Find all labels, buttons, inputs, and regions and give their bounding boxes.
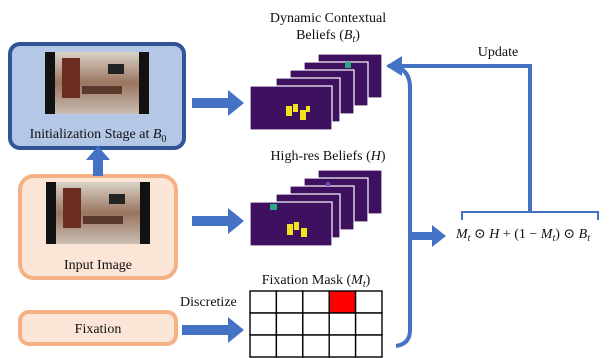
mask-cell <box>275 312 304 336</box>
mask-cell-active <box>328 290 357 314</box>
init-room-photo <box>45 52 149 114</box>
fixation-box: Fixation <box>18 310 178 346</box>
fixation-mask-title: Fixation Mask (Mt) <box>262 273 371 290</box>
init-stage-label: Initialization Stage at B0 <box>30 127 167 145</box>
arrows-left <box>86 90 244 343</box>
dynamic-title-line2: Beliefs (Bt) <box>296 28 360 45</box>
fixation-label: Fixation <box>75 322 122 337</box>
update-formula: Mt ⊙ H + (1 − Mt) ⊙ Bt <box>455 227 590 244</box>
update-arrowhead <box>386 56 402 76</box>
mask-cell <box>302 290 330 314</box>
mask-cell <box>354 290 383 314</box>
mask-cell <box>249 312 278 336</box>
input-image-label: Input Image <box>64 258 132 273</box>
mask-cell <box>354 312 383 336</box>
fixation-mask-grid <box>249 290 383 358</box>
highres-title: High-res Beliefs (H) <box>270 149 385 164</box>
mask-cell <box>275 334 304 358</box>
arrow-input-to-highres <box>192 208 244 234</box>
mask-cell <box>275 290 304 314</box>
input-room-photo <box>46 182 150 244</box>
mask-cell <box>328 312 357 336</box>
formula-bracket <box>461 211 599 220</box>
dynamic-beliefs-highlights <box>286 62 351 120</box>
discretize-label: Discretize <box>180 295 237 310</box>
connector-lines <box>387 64 599 348</box>
mask-cell <box>302 312 330 336</box>
dynamic-title-line1: Dynamic Contextual <box>270 11 386 26</box>
arrow-fixation-to-mask <box>182 317 244 343</box>
mask-cell <box>249 290 278 314</box>
arrow-init-to-dynamic <box>192 90 244 116</box>
update-loop-line <box>402 64 532 212</box>
highres-beliefs-title: High-res Beliefs (H) <box>270 149 385 164</box>
mask-cell <box>354 334 383 358</box>
highres-beliefs-highlights <box>270 182 330 237</box>
arrow-input-to-init <box>86 146 110 176</box>
bracket-line <box>387 64 412 348</box>
mask-cell <box>249 334 278 358</box>
update-label: Update <box>478 45 518 60</box>
dynamic-beliefs-title: Dynamic Contextual Beliefs (Bt) <box>270 11 386 45</box>
dynamic-beliefs-stack <box>249 53 383 131</box>
mask-cell <box>302 334 330 358</box>
initialization-stage-box: Initialization Stage at B0 <box>8 42 186 150</box>
arrow-to-formula <box>412 225 446 247</box>
highres-beliefs-stack <box>249 169 383 247</box>
input-image-box: Input Image <box>18 174 178 280</box>
mask-cell <box>328 334 357 358</box>
